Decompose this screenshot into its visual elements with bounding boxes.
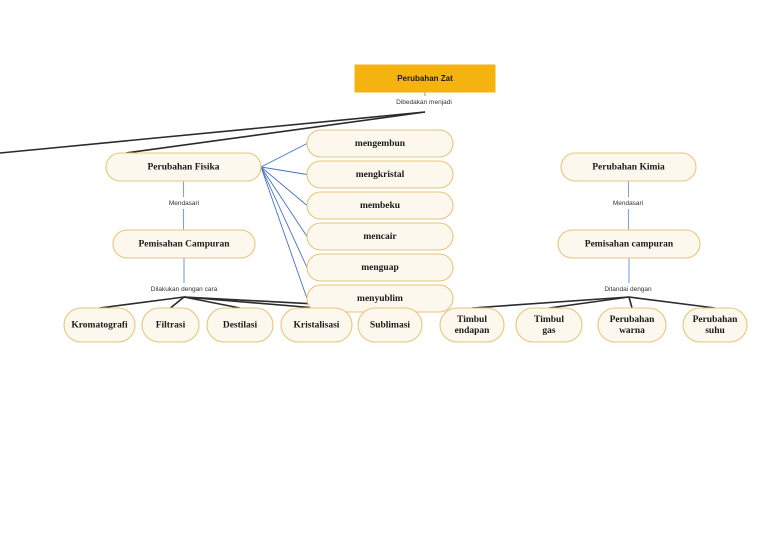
connector-line bbox=[628, 296, 633, 309]
node-metode-2-text: Destilasi bbox=[223, 321, 258, 331]
edge-label-text: Dibedakan menjadi bbox=[396, 99, 452, 106]
node-metode-0-shape bbox=[63, 307, 136, 343]
node-metode-1[interactable]: Filtrasi bbox=[141, 307, 200, 343]
connector-line bbox=[99, 296, 185, 309]
node-metode-4[interactable]: Sublimasi bbox=[357, 307, 423, 343]
node-perubahan-fisika-shape bbox=[105, 152, 262, 182]
node-pemisahan-campuran-kimia-text: Pemisahan campuran bbox=[585, 240, 674, 250]
node-wujud-0-shape bbox=[306, 129, 454, 158]
node-wujud-1[interactable]: mengkristal bbox=[306, 160, 454, 189]
node-metode-3-shape bbox=[280, 307, 353, 343]
node-pemisahan-campuran-fisika[interactable]: Pemisahan Campuran bbox=[112, 229, 256, 259]
node-wujud-2-text: membeku bbox=[360, 201, 401, 211]
node-perubahan-fisika[interactable]: Perubahan Fisika bbox=[105, 152, 262, 182]
edge-label-halo bbox=[607, 197, 649, 209]
node-ciri-1-shape bbox=[515, 307, 583, 343]
node-metode-3-text: Kristalisasi bbox=[294, 321, 340, 331]
connector-line bbox=[169, 296, 185, 309]
node-metode-4-shape bbox=[357, 307, 423, 343]
connector-line bbox=[548, 296, 630, 309]
node-ciri-2-shape bbox=[597, 307, 667, 343]
connector-line bbox=[260, 143, 308, 168]
node-metode-1-shape bbox=[141, 307, 200, 343]
node-wujud-1-shape bbox=[306, 160, 454, 189]
node-pemisahan-campuran-fisika-text: Pemisahan Campuran bbox=[138, 240, 230, 250]
edge-label-fisika-dasar: Mendasari bbox=[163, 197, 205, 209]
node-metode-0-text: Kromatografi bbox=[71, 321, 128, 331]
node-metode-2[interactable]: Destilasi bbox=[206, 307, 274, 343]
connector-line bbox=[260, 166, 308, 206]
node-perubahan-kimia-text: Perubahan Kimia bbox=[592, 163, 665, 173]
node-perubahan-kimia[interactable]: Perubahan Kimia bbox=[560, 152, 697, 182]
edge-label-halo bbox=[597, 283, 659, 295]
connector-line bbox=[183, 296, 241, 309]
edge-label-halo bbox=[389, 96, 459, 108]
node-root[interactable]: Perubahan Zat bbox=[354, 64, 496, 93]
edge-label-text: Mendasari bbox=[169, 200, 199, 207]
node-perubahan-fisika-text: Perubahan Fisika bbox=[147, 163, 219, 173]
node-wujud-4[interactable]: menguap bbox=[306, 253, 454, 282]
connector-line bbox=[628, 296, 716, 309]
edge-label-halo bbox=[163, 197, 205, 209]
node-wujud-3[interactable]: mencair bbox=[306, 222, 454, 251]
edge-label-kimia-tanda: Ditandai dengan bbox=[597, 283, 659, 295]
node-metode-0[interactable]: Kromatografi bbox=[63, 307, 136, 343]
node-wujud-1-text: mengkristal bbox=[356, 170, 405, 180]
links-layer bbox=[0, 92, 716, 309]
node-wujud-3-shape bbox=[306, 222, 454, 251]
node-root-shape bbox=[354, 64, 496, 93]
node-wujud-2[interactable]: membeku bbox=[306, 191, 454, 220]
connector-line bbox=[125, 111, 426, 154]
connector-line bbox=[260, 166, 308, 299]
node-metode-1-text: Filtrasi bbox=[156, 321, 186, 331]
node-pemisahan-campuran-kimia[interactable]: Pemisahan campuran bbox=[557, 229, 701, 259]
node-root-text: Perubahan Zat bbox=[397, 74, 453, 83]
node-wujud-4-shape bbox=[306, 253, 454, 282]
edge-label-text: Mendasari bbox=[613, 200, 643, 207]
edge-label-text: Dilakukan dengan cara bbox=[151, 286, 218, 293]
node-pemisahan-campuran-kimia-shape bbox=[557, 229, 701, 259]
node-ciri-0-shape bbox=[439, 307, 505, 343]
edge-label-text: Ditandai dengan bbox=[604, 286, 652, 293]
node-wujud-3-text: mencair bbox=[363, 232, 397, 242]
node-wujud-0-text: mengembun bbox=[355, 139, 406, 149]
edge-label-kimia-dasar: Mendasari bbox=[607, 197, 649, 209]
edge-label-fisika-cara: Dilakukan dengan cara bbox=[142, 283, 226, 295]
node-wujud-5-text: menyublim bbox=[357, 294, 403, 304]
node-pemisahan-campuran-fisika-shape bbox=[112, 229, 256, 259]
connector-line bbox=[260, 166, 308, 237]
edge-label-halo bbox=[142, 283, 226, 295]
edge-label-root-split: Dibedakan menjadi bbox=[389, 96, 459, 108]
node-wujud-0[interactable]: mengembun bbox=[306, 129, 454, 158]
connector-line bbox=[260, 166, 308, 268]
connector-line bbox=[471, 296, 630, 309]
connector-line bbox=[0, 111, 426, 154]
node-wujud-4-text: menguap bbox=[361, 263, 398, 273]
connector-line bbox=[260, 166, 308, 175]
node-wujud-2-shape bbox=[306, 191, 454, 220]
node-metode-2-shape bbox=[206, 307, 274, 343]
node-ciri-3-shape bbox=[682, 307, 748, 343]
node-metode-3[interactable]: Kristalisasi bbox=[280, 307, 353, 343]
node-metode-4-text: Sublimasi bbox=[370, 321, 410, 331]
node-perubahan-kimia-shape bbox=[560, 152, 697, 182]
